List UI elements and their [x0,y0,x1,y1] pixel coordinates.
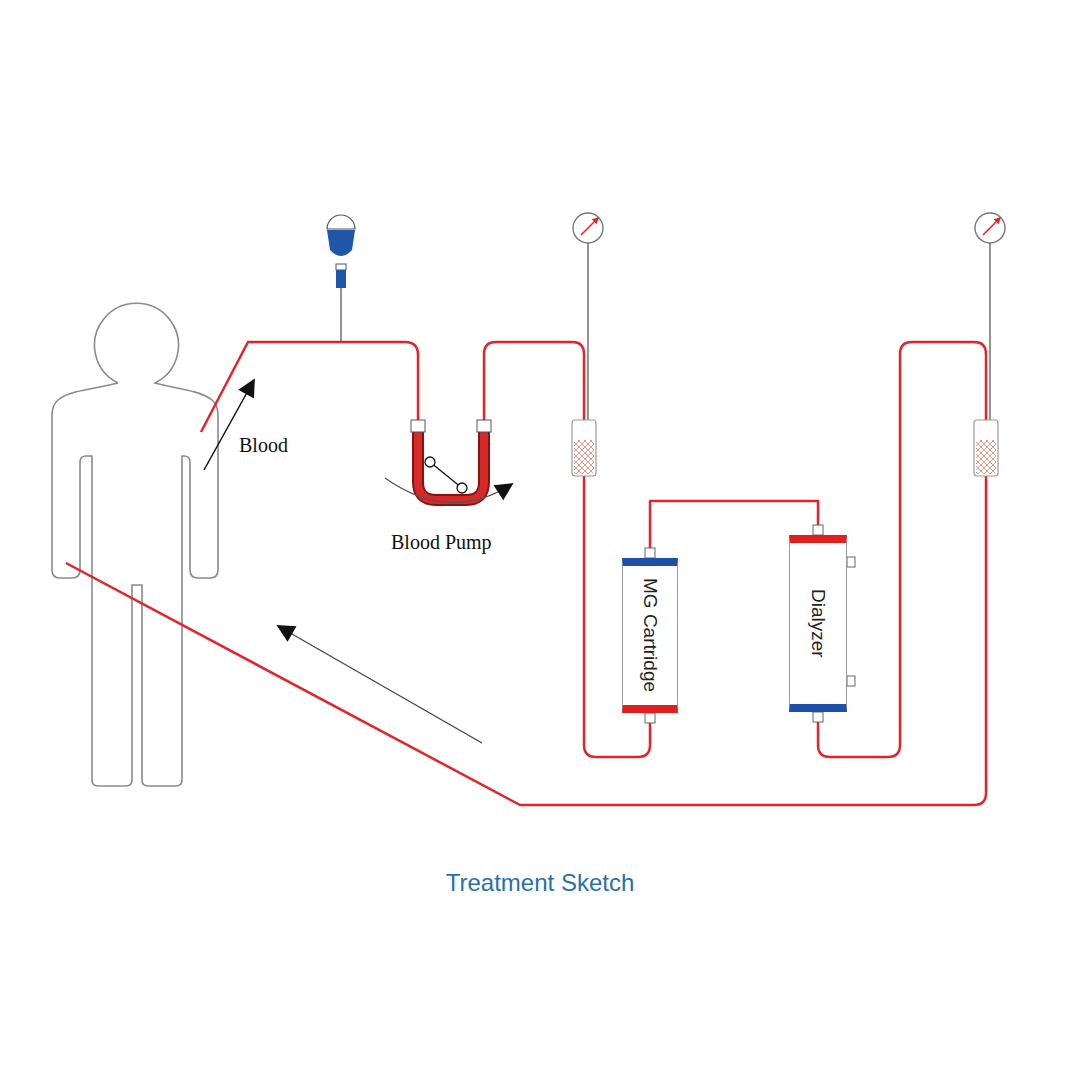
drip-chamber-filter [976,440,996,474]
gauge-needle [983,218,1000,235]
iv-bag-cap [327,215,355,229]
component-name: Dialyzer [808,589,829,658]
port-fitting [813,712,823,722]
blood-tubing [66,342,986,805]
pump-label: Blood Pump [391,531,492,554]
venous-return-line [66,476,986,805]
pump-tube [418,432,484,500]
component-name: MG Cartridge [640,578,661,692]
port-fitting [645,713,655,723]
gauge-needle [581,218,598,235]
iv-bag [327,230,355,256]
drip-chamber [572,420,596,476]
port-fitting [847,557,855,567]
pressure-monitor [974,213,1005,476]
port-fitting [645,548,655,558]
pump-fitting [411,420,425,432]
cartridge-box: MG Cartridge [622,558,678,713]
pump-fitting [477,420,491,432]
pump-outlet-line [484,342,584,422]
pump-roller [457,483,467,493]
port-fitting [847,676,855,686]
pressure-gauge [573,213,603,243]
caption: Treatment Sketch [0,869,1080,897]
gauge-stem [989,243,990,420]
iv-connector [336,264,346,270]
iv-line [340,288,341,341]
drip-chamber-filter [574,440,594,474]
arterial-line [201,342,418,432]
pump-rotation-arrow [385,478,512,503]
pump-tube-outline [418,432,484,500]
drip-chamber [974,420,998,476]
pump-roller [425,457,435,467]
port-fitting [813,525,823,535]
dialyzer-box: Dialyzer [789,535,847,712]
pump-rotor [430,462,462,488]
flow-label: Blood [239,434,288,457]
pressure-gauge [975,213,1005,243]
flow-arrow [204,380,254,470]
pressure-monitor [572,213,603,476]
flow-arrow [278,626,482,743]
person-outline [52,303,218,786]
gauge-stem [587,243,588,420]
iv-connector [336,270,346,288]
